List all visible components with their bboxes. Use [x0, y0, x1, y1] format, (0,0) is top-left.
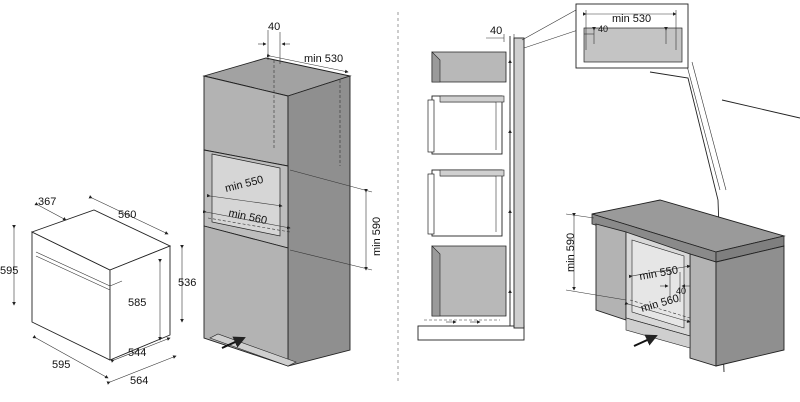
- tall-cabinet-drawing: [202, 30, 373, 367]
- oven-depth-side-label: 367: [38, 196, 56, 208]
- oven-width-label: 595: [52, 359, 70, 371]
- oven-depth-top-label: 560: [118, 209, 136, 221]
- undercounter-drawing: [565, 61, 800, 373]
- oven-inner-depth-label: 544: [128, 347, 146, 359]
- tall-niche-height-label: min 590: [371, 217, 383, 256]
- oven-inner-height-label: 585: [128, 297, 146, 309]
- oven-height-label: 595: [0, 265, 18, 277]
- tall-gap-label: 40: [268, 21, 280, 33]
- oven-drawing: [12, 195, 184, 385]
- inset-min-depth-label: min 530: [612, 13, 651, 25]
- under-niche-height-label: min 590: [565, 233, 577, 272]
- inset-detail: [575, 3, 689, 69]
- section-view-drawing: [417, 9, 579, 341]
- oven-total-depth-label: 564: [130, 375, 148, 387]
- oven-front-height-label: 536: [178, 277, 196, 289]
- inset-gap-label: 40: [598, 24, 608, 34]
- under-inset-gap-label: 40: [676, 286, 686, 296]
- section-gap-label: 40: [490, 25, 502, 37]
- tall-min-depth-label: min 530: [304, 53, 343, 65]
